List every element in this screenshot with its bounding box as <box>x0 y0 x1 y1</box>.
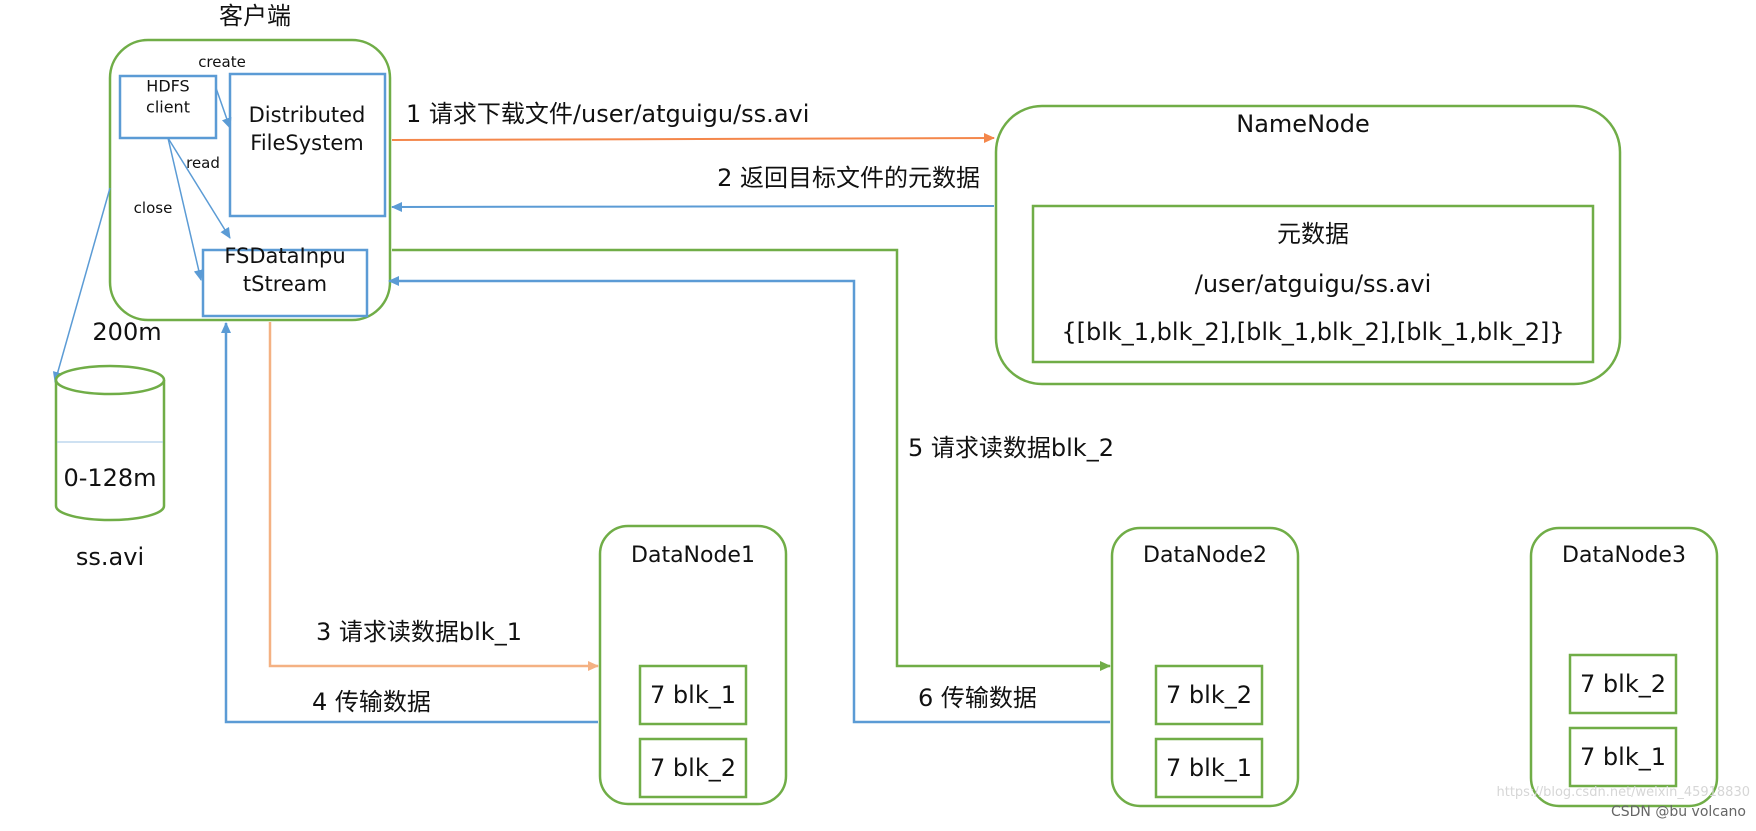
metadata-title: 元数据 <box>1277 220 1349 248</box>
step5-label: 5 请求读数据blk_2 <box>908 434 1114 462</box>
step4-label: 4 传输数据 <box>312 688 431 716</box>
step5-arrow <box>392 248 1111 671</box>
client-to-file-line <box>52 187 111 383</box>
step6-arrow <box>388 276 1110 724</box>
client-box <box>108 38 392 322</box>
datanode1-title: DataNode1 <box>631 543 755 568</box>
datanode2-block2-box <box>1154 737 1264 799</box>
read-arrow <box>167 137 231 239</box>
datanode1-block1-box <box>638 664 748 726</box>
text-line: HDFS <box>146 77 189 96</box>
read-label: read <box>186 154 220 172</box>
datanode2-title: DataNode2 <box>1143 543 1267 568</box>
fsdatainputstream-label: FSDataInpu tStream <box>224 244 345 296</box>
datanode3-block2-label: 7 blk_1 <box>1580 743 1666 771</box>
file-cylinder <box>54 364 166 522</box>
text-line: FileSystem <box>250 131 363 155</box>
close-arrow <box>167 137 204 281</box>
datanode1-block2-box <box>638 737 748 799</box>
text-line: client <box>146 98 190 117</box>
metadata-path: /user/atguigu/ss.avi <box>1195 270 1432 298</box>
metadata-box <box>1031 204 1595 364</box>
size-label: 200m <box>92 318 161 346</box>
datanode2-box <box>1110 526 1300 808</box>
datanode2-block1-box <box>1154 664 1264 726</box>
file-name-label: ss.avi <box>76 543 144 571</box>
datanode3-box <box>1529 526 1719 808</box>
step3-arrow <box>268 322 599 671</box>
watermark-credit: CSDN @bu volcano <box>1611 804 1746 820</box>
step1-label: 1 请求下载文件/user/atguigu/ss.avi <box>406 100 809 128</box>
metadata-blocks: {[blk_1,blk_2],[blk_1,blk_2],[blk_1,blk_… <box>1061 318 1564 346</box>
file-range-label: 0-128m <box>63 464 156 492</box>
datanode1-block1-label: 7 blk_1 <box>650 681 736 709</box>
datanode3-block1-label: 7 blk_2 <box>1580 670 1666 698</box>
datanode3-block1-box <box>1568 653 1678 715</box>
distributed-filesystem-box <box>228 72 387 218</box>
text-line: Distributed <box>249 103 366 127</box>
datanode2-block2-label: 7 blk_1 <box>1166 754 1252 782</box>
step2-label: 2 返回目标文件的元数据 <box>717 164 980 192</box>
step1-arrow <box>391 133 995 144</box>
datanode2-block1-label: 7 blk_2 <box>1166 681 1252 709</box>
step6-label: 6 传输数据 <box>918 684 1037 712</box>
step2-arrow <box>391 201 995 212</box>
text-line: tStream <box>243 272 327 296</box>
datanode3-block2-box <box>1568 726 1678 788</box>
fsdatainputstream-box <box>201 248 369 318</box>
step3-label: 3 请求读数据blk_1 <box>316 618 522 646</box>
watermark-url: https://blog.csdn.net/weixin_45918830 <box>1496 785 1750 800</box>
hdfs-client-label: HDFS client <box>146 77 190 117</box>
step4-arrow <box>221 322 598 724</box>
datanode1-box <box>598 524 788 806</box>
namenode-title: NameNode <box>1236 110 1369 138</box>
create-label: create <box>198 53 246 71</box>
close-label: close <box>134 199 173 217</box>
client-title: 客户端 <box>219 2 291 30</box>
text-line: FSDataInpu <box>224 244 345 268</box>
datanode3-title: DataNode3 <box>1562 543 1686 568</box>
create-arrow <box>215 87 232 129</box>
namenode-box <box>994 104 1622 386</box>
datanode1-block2-label: 7 blk_2 <box>650 754 736 782</box>
